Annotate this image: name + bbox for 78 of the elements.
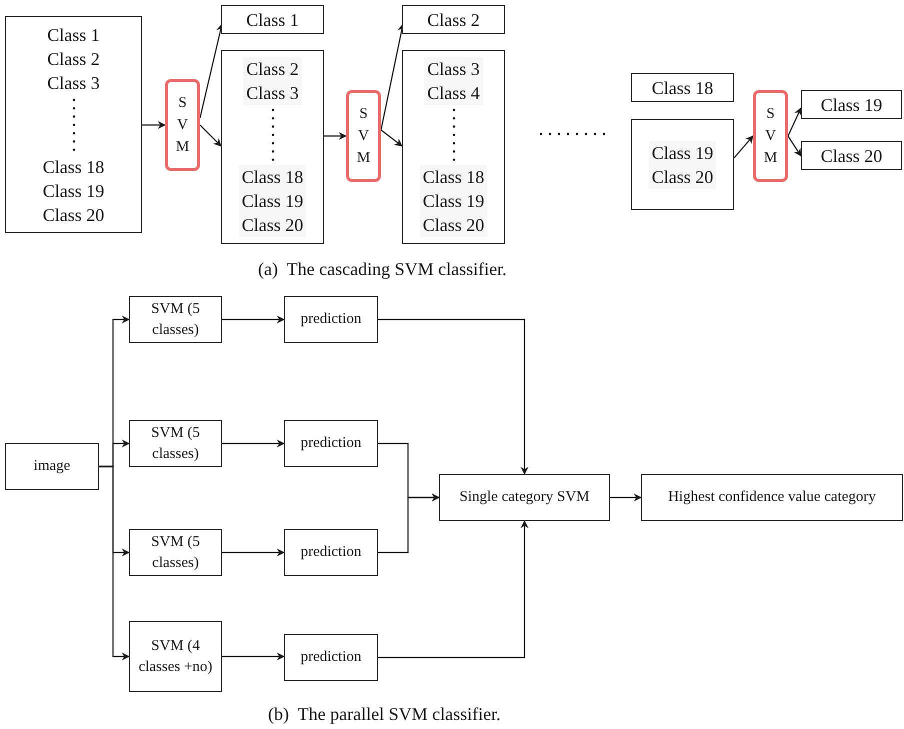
- process-box: [5, 443, 99, 490]
- arrow: [222, 548, 285, 556]
- svm-label: S V M: [356, 105, 371, 168]
- process-box: [129, 420, 222, 467]
- class-box: [221, 5, 324, 34]
- node-label: Class 3: [424, 57, 483, 81]
- process-box: [284, 529, 378, 576]
- node-label: prediction: [300, 434, 362, 453]
- node-label: SVM (5 classes): [150, 424, 201, 464]
- node-label: Class 20: [42, 204, 104, 226]
- node-label: Single category SVM: [458, 488, 590, 507]
- node-label: Class 1: [246, 8, 299, 32]
- class-list-box: [631, 119, 734, 210]
- process-box: [129, 296, 222, 343]
- arrow: [734, 135, 754, 158]
- node-label: Class 18: [652, 76, 714, 100]
- svm-label: S V M: [763, 105, 778, 168]
- node-label: Class 19: [42, 180, 104, 202]
- process-box: [641, 474, 903, 521]
- arrow: [378, 520, 528, 658]
- caption: (b) The parallel SVM classifier.: [268, 703, 501, 726]
- process-box: [129, 621, 222, 692]
- process-box: [284, 420, 378, 467]
- node-label: Class 1: [47, 24, 100, 46]
- node-label: Class 19: [820, 94, 882, 116]
- arrow: [378, 318, 528, 475]
- node-label: Class 19: [420, 189, 488, 213]
- arrow: [222, 652, 285, 660]
- arrow: [324, 132, 347, 140]
- arrow: [787, 107, 802, 136]
- process-box: [129, 529, 222, 576]
- arrow: [610, 494, 642, 502]
- arrow: [380, 130, 403, 146]
- node-label: Class 4: [424, 81, 483, 105]
- svm-label: S V M: [175, 94, 190, 157]
- process-box: [439, 474, 610, 521]
- node-label: Class 18: [420, 165, 488, 189]
- node-label: Class 2: [243, 57, 302, 81]
- arrow: [222, 440, 285, 448]
- node-label: image: [32, 457, 72, 476]
- class-box: [801, 90, 902, 119]
- svm-box: [165, 79, 200, 171]
- node-label: Class 18: [238, 165, 306, 189]
- svm-box: [346, 90, 381, 182]
- node-label: Class 18: [42, 156, 104, 178]
- node-label: SVM (5 classes): [150, 300, 201, 340]
- node-label: prediction: [300, 648, 362, 667]
- class-box: [801, 141, 902, 170]
- caption: (a) The cascading SVM classifier.: [258, 258, 507, 281]
- node-label: prediction: [300, 310, 362, 329]
- arrow: [99, 466, 130, 660]
- arrow: [222, 316, 285, 324]
- node-label: Class 20: [820, 144, 882, 168]
- arrow: [200, 124, 222, 147]
- class-list-box: [221, 50, 324, 244]
- node-label: Class 20: [648, 164, 716, 188]
- class-box: [402, 5, 505, 34]
- arrow: [378, 494, 440, 554]
- node-label: Class 20: [420, 213, 488, 237]
- node-label: Class 2: [427, 8, 480, 32]
- node-label: Class 19: [238, 189, 306, 213]
- node-label: SVM (4 classes +no): [138, 636, 214, 676]
- node-label: prediction: [300, 543, 362, 562]
- node-label: Class 20: [238, 213, 306, 237]
- arrow: [788, 136, 802, 157]
- node-label: SVM (5 classes): [150, 532, 201, 572]
- node-label: Class 3: [47, 72, 100, 94]
- class-box: [631, 73, 734, 102]
- process-box: [284, 296, 378, 343]
- class-list-box: [5, 16, 142, 233]
- class-list-box: [402, 50, 505, 244]
- svm-box: [753, 90, 788, 182]
- node-label: Highest confidence value category: [667, 488, 877, 507]
- process-box: [284, 634, 378, 681]
- arrow: [142, 121, 166, 129]
- node-label: Class 3: [243, 81, 302, 105]
- node-label: Class 19: [648, 140, 716, 164]
- node-label: Class 2: [47, 48, 100, 70]
